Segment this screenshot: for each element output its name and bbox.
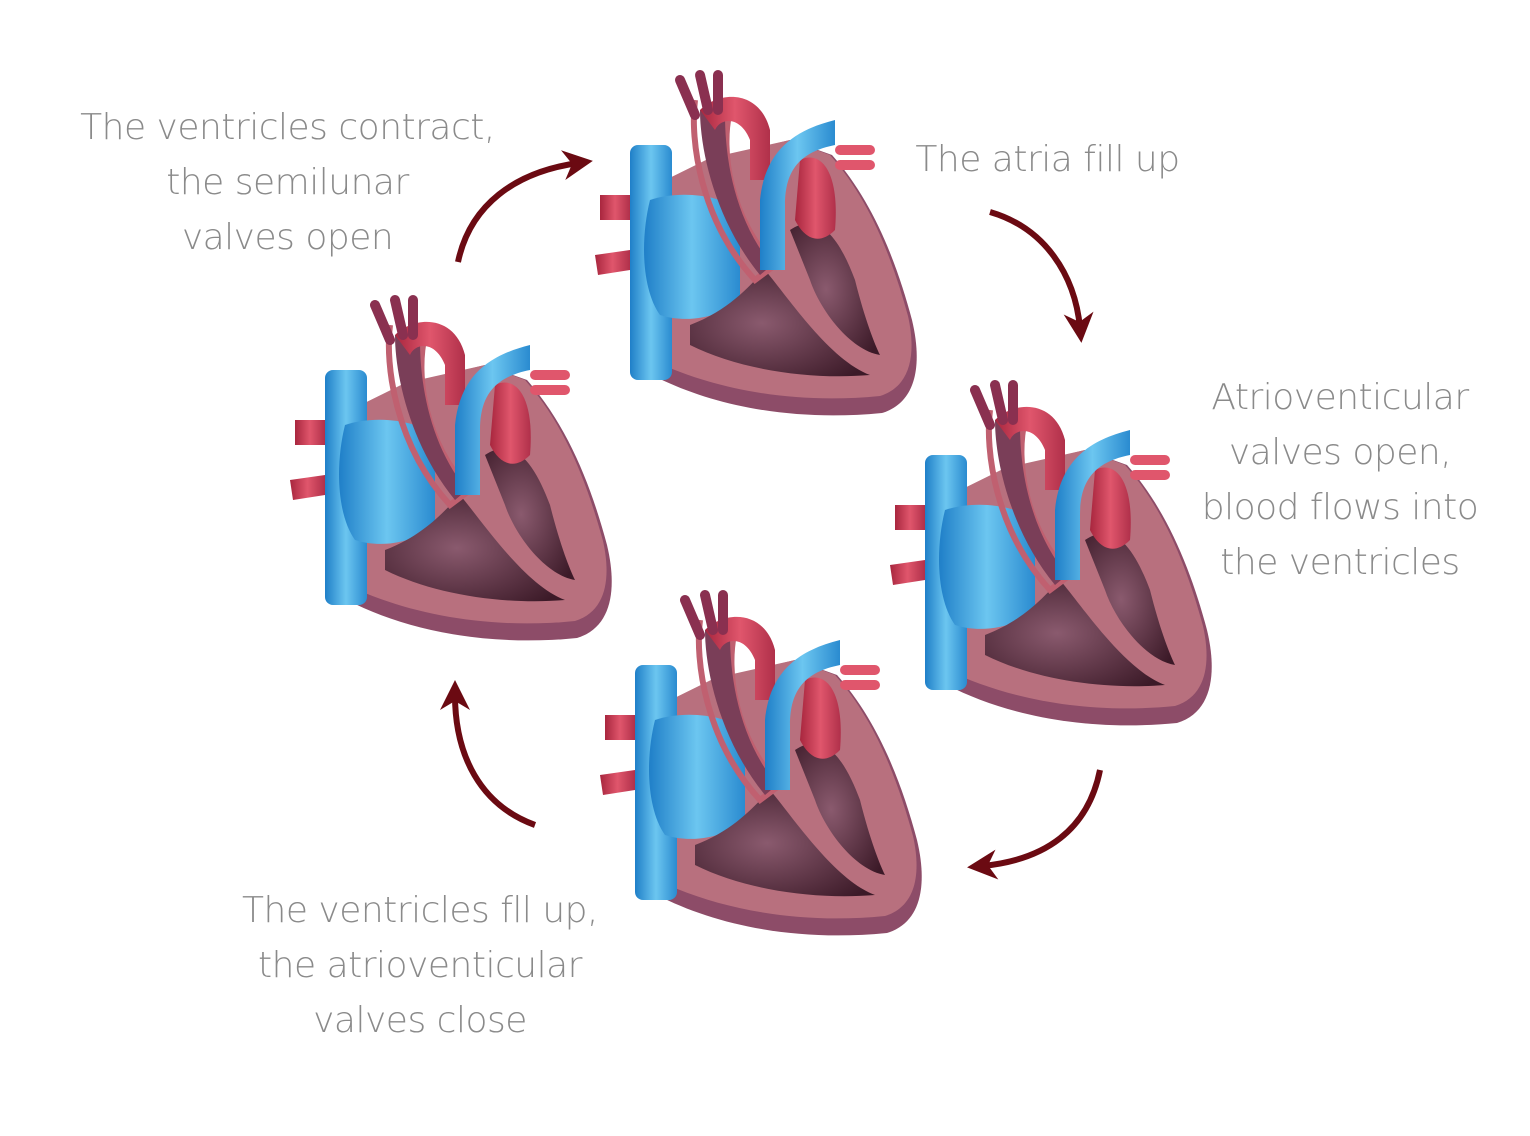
label-line: valves close bbox=[313, 1000, 527, 1041]
label-line: the semilunar bbox=[166, 162, 409, 203]
arrow-to-top bbox=[455, 150, 593, 263]
label-line: The atria fill up bbox=[915, 139, 1180, 180]
label-line: blood flows into bbox=[1201, 487, 1479, 528]
label-atria-fill: The atria fill up bbox=[900, 132, 1195, 187]
arrow-to-bottom bbox=[967, 769, 1103, 880]
label-line: Atrioventicular bbox=[1211, 377, 1469, 418]
arrow-to-right bbox=[989, 209, 1094, 343]
label-line: the atrioventicular bbox=[258, 945, 582, 986]
label-ventricles-contract: The ventricles contract, the semilunar v… bbox=[60, 100, 515, 265]
arrow-to-left bbox=[440, 680, 537, 828]
heart-ventricles-contract bbox=[290, 300, 612, 640]
label-ventricles-fill: The ventricles fll up, the atrioventicul… bbox=[220, 883, 620, 1048]
heart-atria-fill bbox=[595, 75, 917, 415]
label-line: valves open, bbox=[1228, 432, 1452, 473]
label-line: the ventricles bbox=[1220, 542, 1460, 583]
label-line: valves open bbox=[181, 217, 394, 258]
label-line: The ventricles contract, bbox=[80, 107, 495, 148]
label-line: The ventricles fll up, bbox=[242, 890, 598, 931]
label-av-valves-open: Atrioventicular valves open, blood flows… bbox=[1180, 370, 1500, 590]
heart-av-valves-open bbox=[890, 385, 1212, 725]
heart-ventricles-fill bbox=[600, 595, 922, 935]
